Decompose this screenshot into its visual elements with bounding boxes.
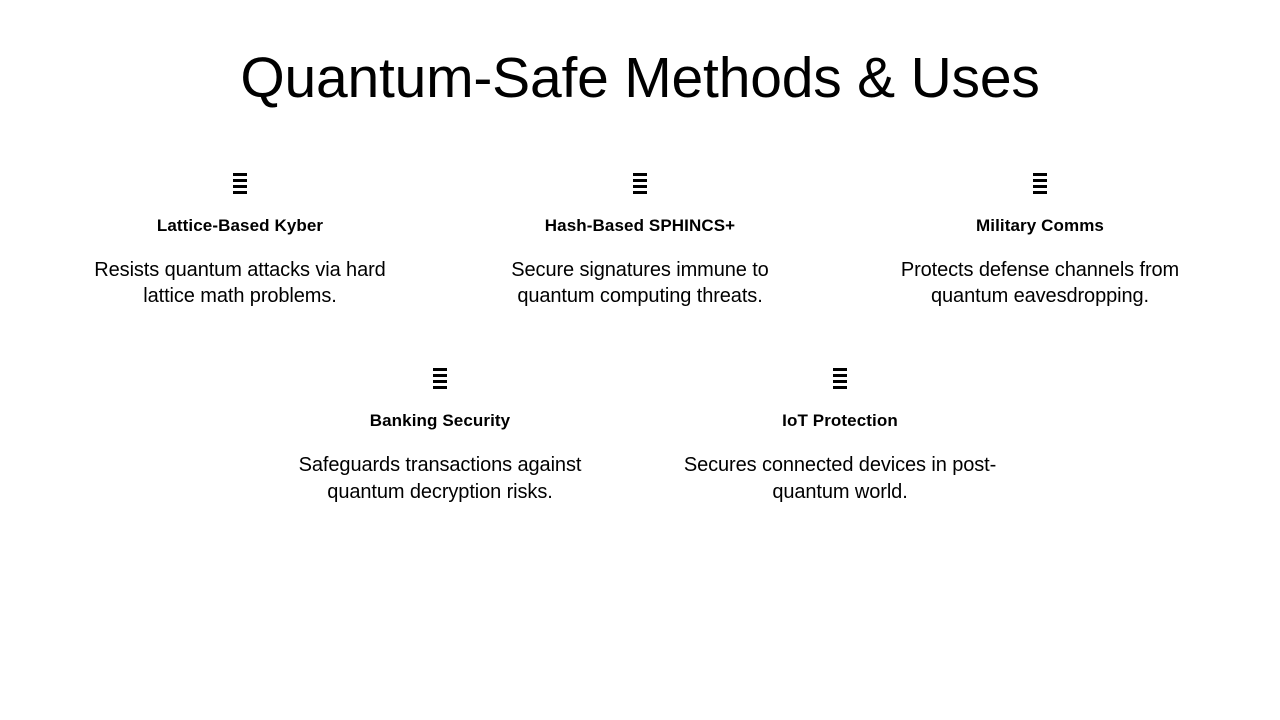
list-lines-icon xyxy=(433,367,447,391)
feature-card-grid: Lattice-Based Kyber Resists quantum atta… xyxy=(40,172,1240,505)
feature-card-hash-based-sphincs[interactable]: Hash-Based SPHINCS+ Secure signatures im… xyxy=(440,172,840,310)
feature-card-iot-protection[interactable]: IoT Protection Secures connected devices… xyxy=(640,367,1040,505)
card-heading: Military Comms xyxy=(976,215,1104,235)
card-body: Resists quantum attacks via hard lattice… xyxy=(94,259,386,308)
card-body: Safeguards transactions against quantum … xyxy=(298,454,582,503)
card-body: Protects defense channels from quantum e… xyxy=(900,259,1180,308)
list-lines-icon xyxy=(833,367,847,391)
list-lines-icon xyxy=(233,172,247,196)
card-heading: Banking Security xyxy=(369,410,511,430)
list-lines-icon xyxy=(1033,172,1047,196)
page-title: Quantum-Safe Methods & Uses xyxy=(240,46,1040,110)
feature-card-lattice-based-kyber[interactable]: Lattice-Based Kyber Resists quantum atta… xyxy=(40,172,440,310)
card-heading: IoT Protection xyxy=(782,410,898,430)
card-body: Secures connected devices in post-quantu… xyxy=(683,454,997,503)
feature-card-military-comms[interactable]: Military Comms Protects defense channels… xyxy=(840,172,1240,310)
card-body: Secure signatures immune to quantum comp… xyxy=(511,259,769,308)
list-lines-icon xyxy=(633,172,647,196)
card-heading: Hash-Based SPHINCS+ xyxy=(544,215,736,235)
card-heading: Lattice-Based Kyber xyxy=(156,215,324,235)
feature-card-banking-security[interactable]: Banking Security Safeguards transactions… xyxy=(240,367,640,505)
